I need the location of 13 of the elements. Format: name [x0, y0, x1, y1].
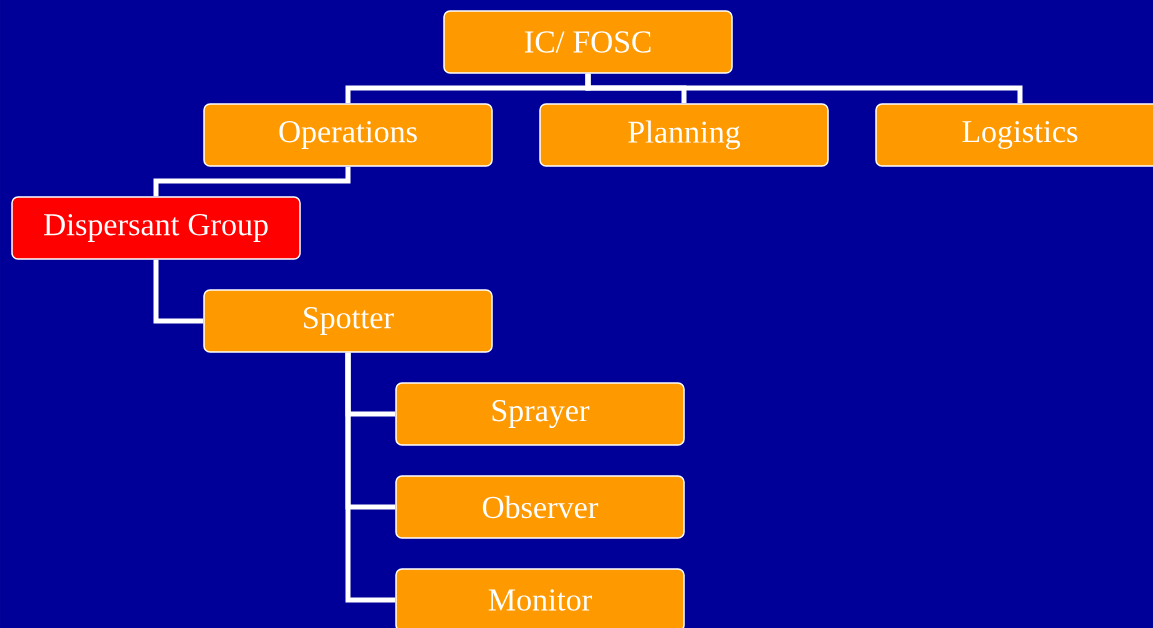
role-box: Sprayer	[395, 382, 685, 446]
connector-line	[153, 166, 351, 197]
role-box: Monitor	[395, 568, 685, 628]
connector-line	[345, 352, 396, 603]
role-box: Observer	[395, 475, 685, 539]
role-box: Operations	[203, 103, 493, 167]
role-box: Spotter	[203, 289, 493, 353]
role-box: IC/ FOSC	[443, 10, 733, 74]
group-box: Dispersant Group	[11, 196, 301, 260]
connector-line	[585, 73, 1023, 104]
role-box: Planning	[539, 103, 829, 167]
connector-line	[153, 259, 204, 324]
role-box: Logistics	[875, 103, 1153, 167]
